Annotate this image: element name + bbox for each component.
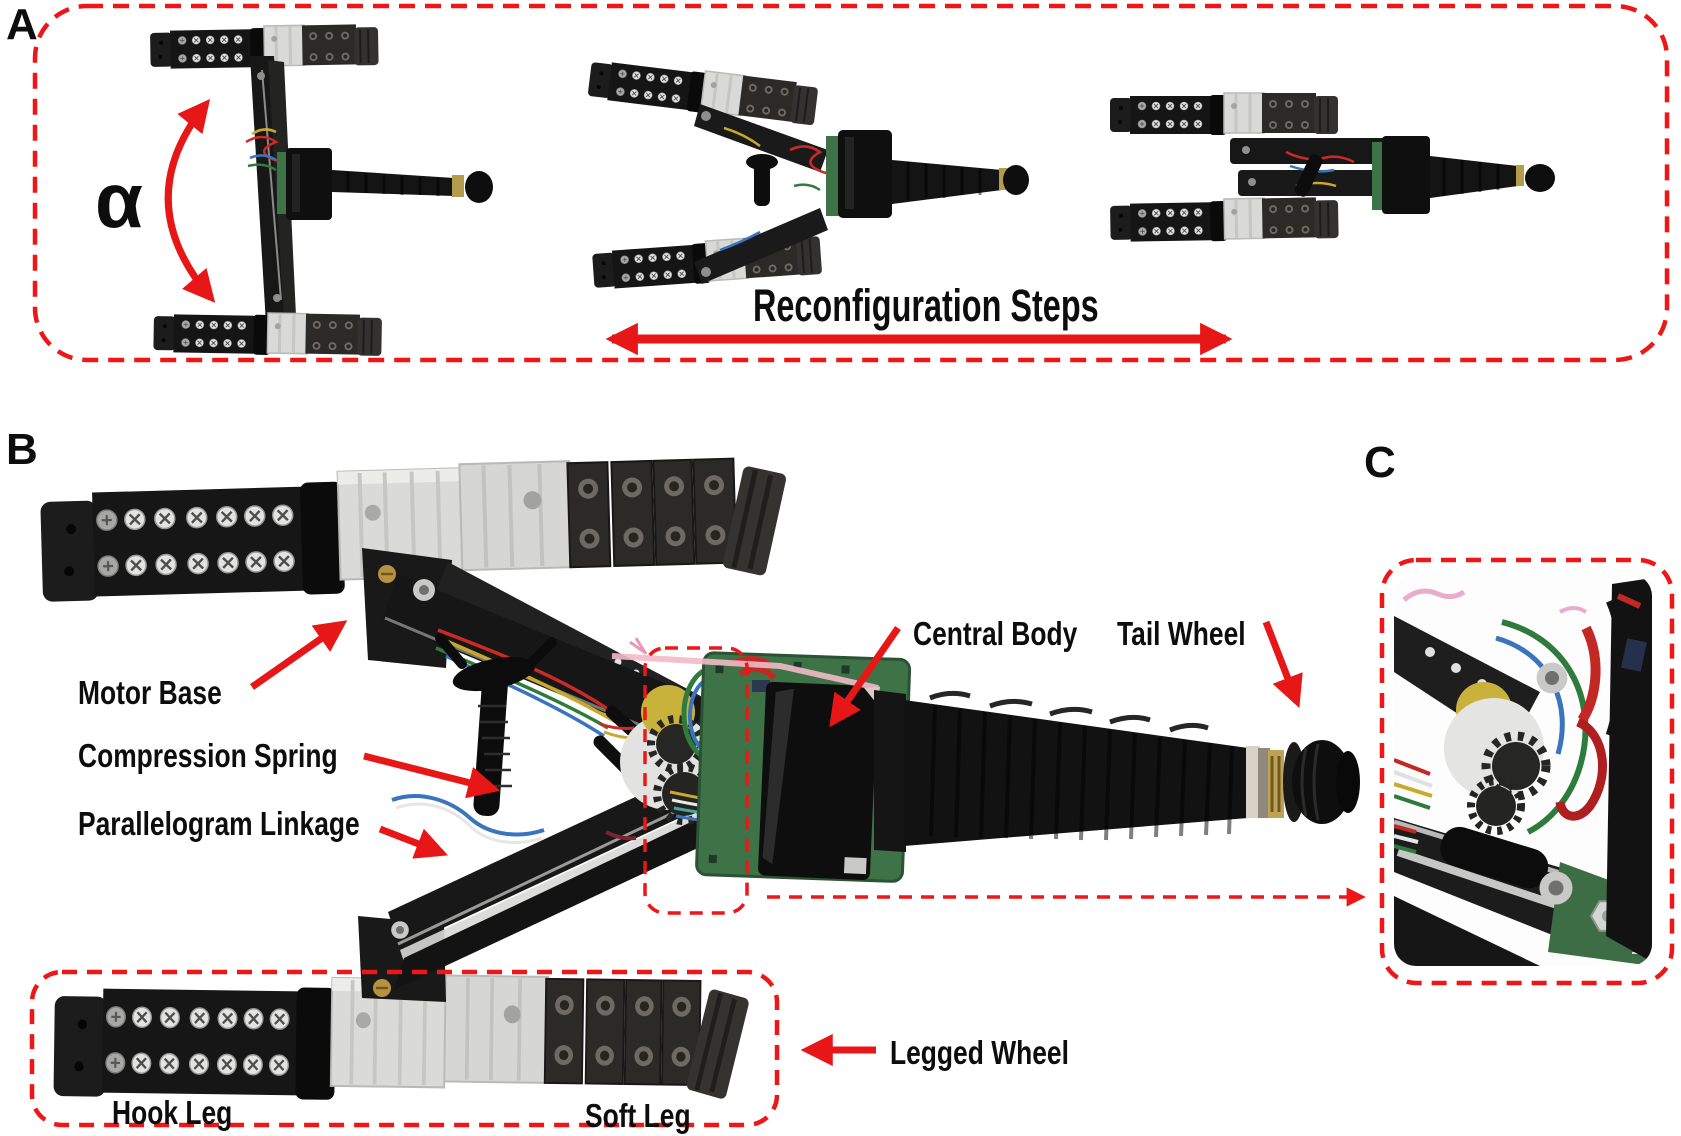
parallelogram-linkage-arrow bbox=[378, 825, 449, 859]
compression-spring-arrow bbox=[363, 752, 501, 799]
tail-photo bbox=[874, 690, 1248, 852]
robot-photo-main bbox=[40, 455, 1360, 1106]
alpha-symbol: α bbox=[95, 156, 143, 244]
panel-a-robot-mid bbox=[587, 57, 1029, 291]
compression-spring-photo bbox=[435, 633, 557, 817]
panel-c-label: C bbox=[1364, 438, 1396, 487]
gear-callout-dashed-box bbox=[643, 646, 749, 915]
central-body-label: Central Body bbox=[913, 615, 1078, 652]
hook-leg-label: Hook Leg bbox=[112, 1094, 233, 1131]
motor-base-arrow bbox=[249, 620, 348, 690]
motor-base-label: Motor Base bbox=[78, 674, 222, 711]
detail-photo-zoom bbox=[1394, 574, 1652, 966]
compression-spring-label: Compression Spring bbox=[78, 737, 338, 774]
parallelogram-linkage-label: Parallelogram Linkage bbox=[78, 805, 360, 842]
tail-wheel-arrow bbox=[1262, 620, 1303, 709]
panel-a-robot-folded bbox=[1110, 93, 1555, 243]
panel-c-border bbox=[1379, 557, 1675, 986]
alpha-angle-arrow bbox=[164, 98, 216, 303]
panel-a-border bbox=[32, 3, 1670, 363]
tail-wheel-label: Tail Wheel bbox=[1117, 615, 1246, 652]
panel-a-robot-wide bbox=[150, 24, 493, 357]
panel-a-label: A bbox=[6, 0, 38, 49]
panel-b-label: B bbox=[6, 425, 38, 474]
soft-leg-label: Soft Leg bbox=[585, 1097, 691, 1134]
legged-wheel-dashed-box bbox=[29, 969, 780, 1128]
legged-wheel-label: Legged Wheel bbox=[890, 1034, 1069, 1071]
tail-wheel-photo bbox=[1246, 740, 1360, 824]
reconfiguration-steps-caption: Reconfiguration Steps bbox=[753, 280, 1099, 331]
rubber-band bbox=[611, 653, 879, 691]
central-body-arrow bbox=[829, 626, 901, 728]
